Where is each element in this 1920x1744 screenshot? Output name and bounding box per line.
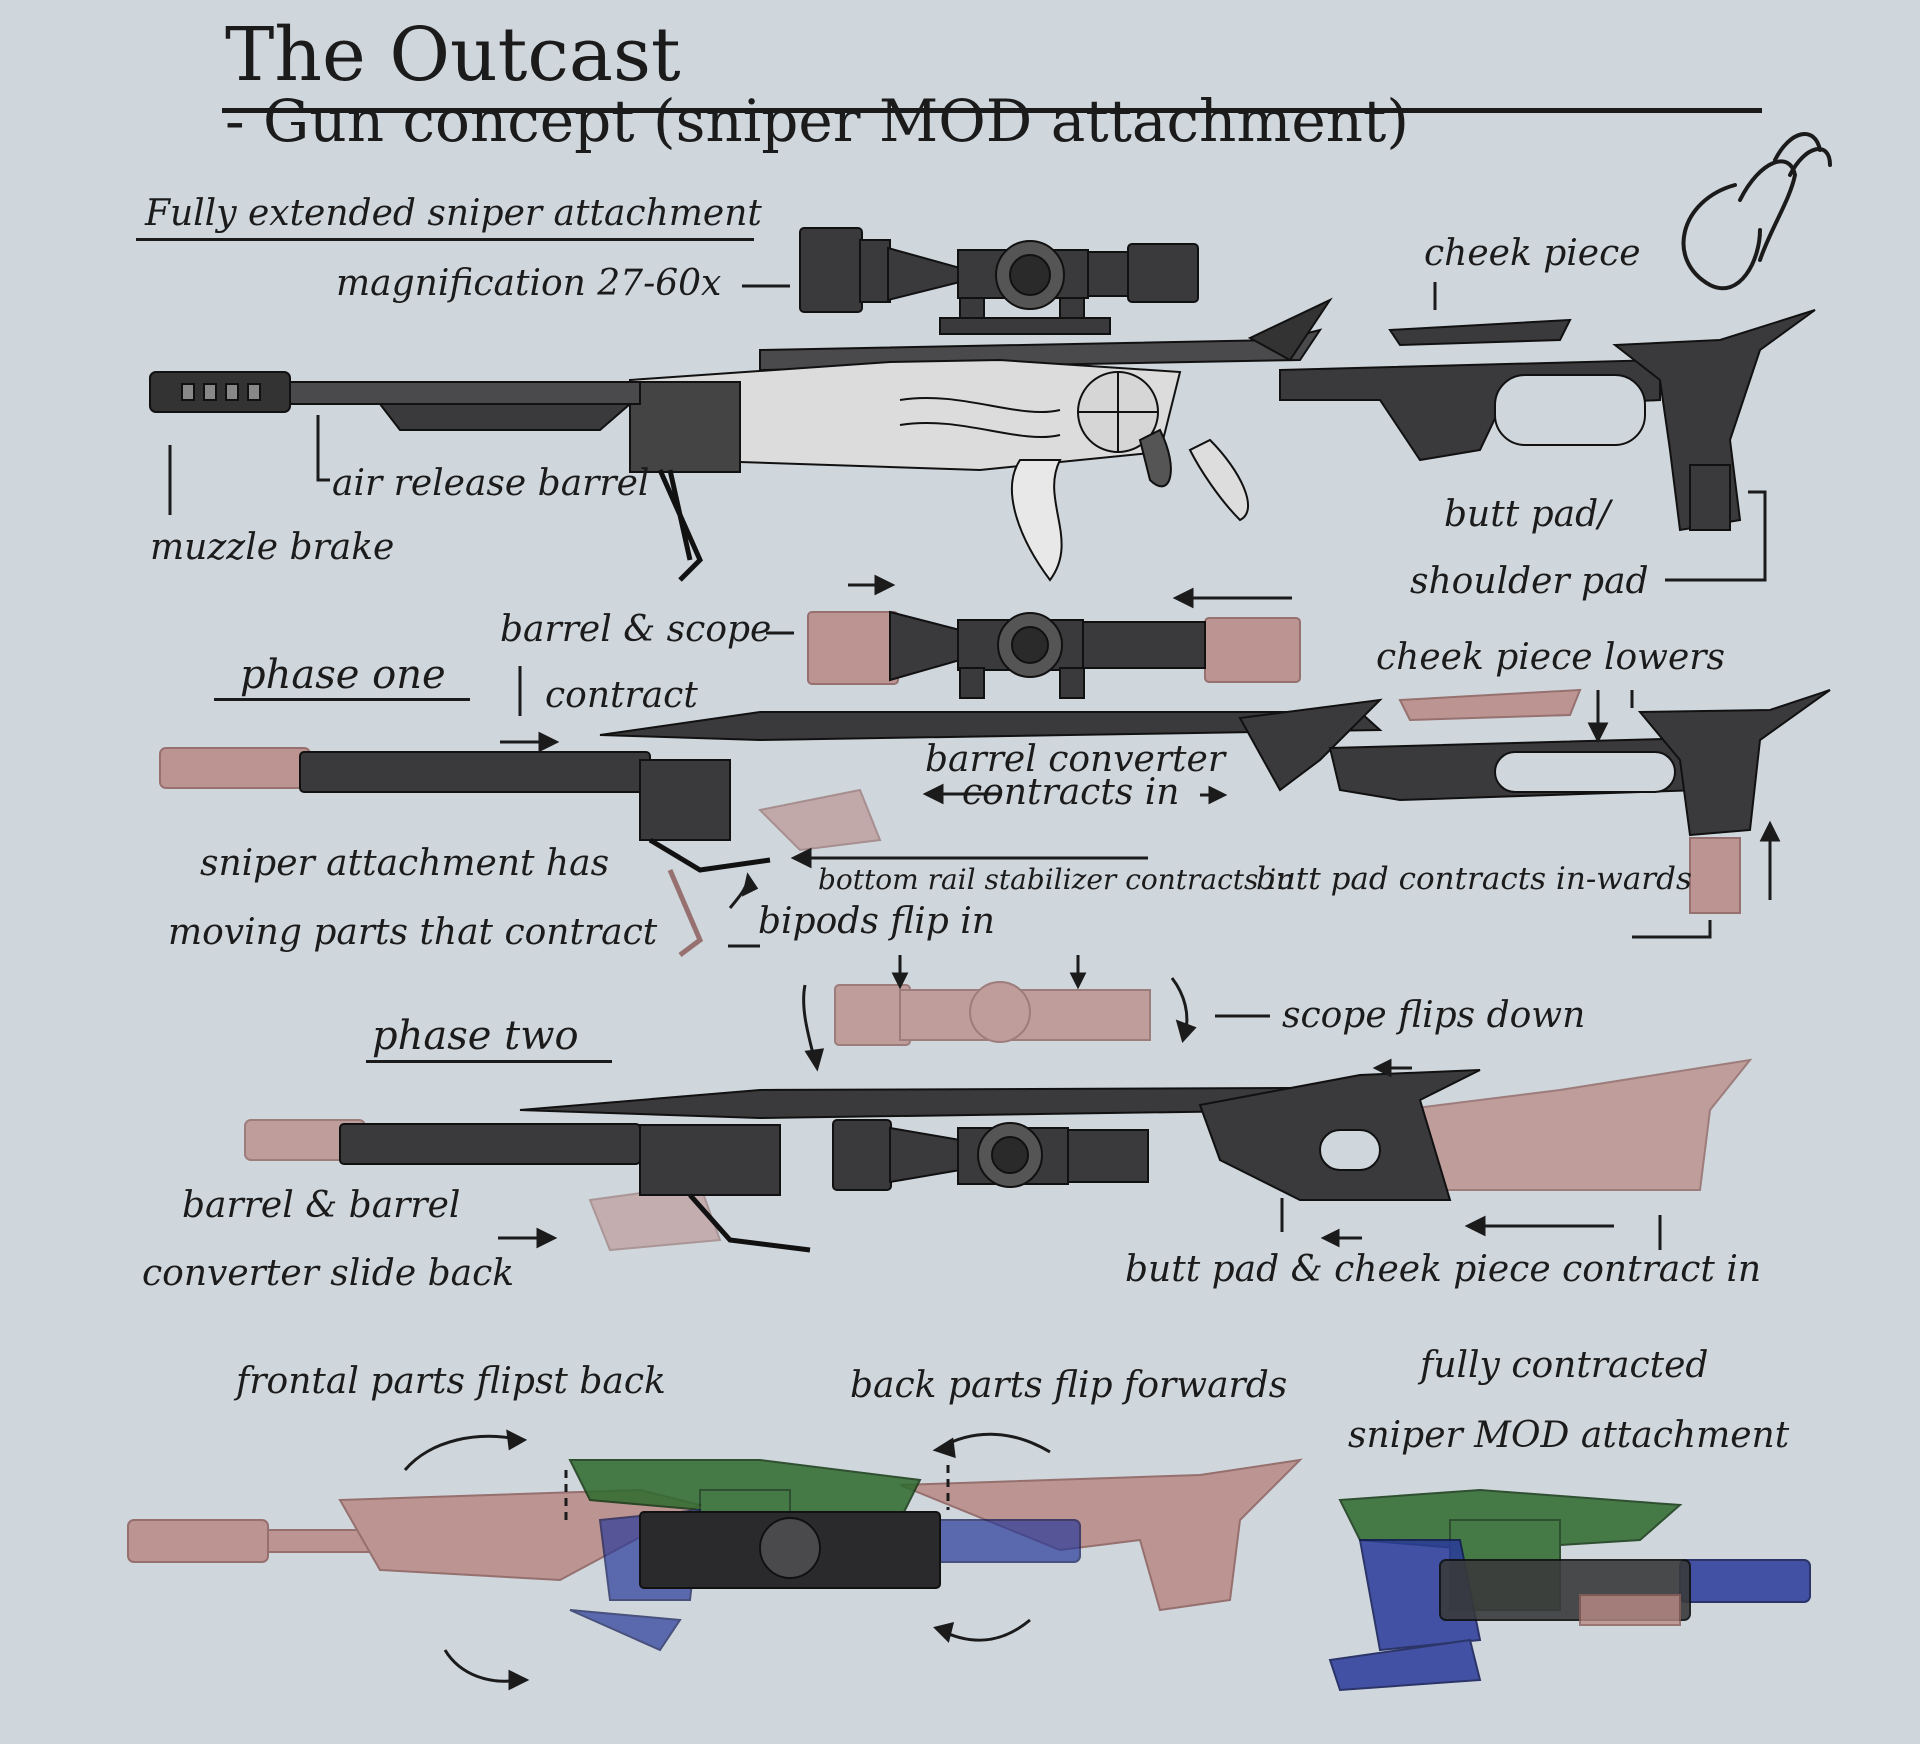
- gun-flip: [127, 1458, 1303, 1652]
- title-underline: [222, 108, 1762, 113]
- label-barrel-scope-2: contract: [545, 675, 698, 716]
- label-contracted-1: fully contracted: [1420, 1345, 1709, 1386]
- label-slide-1: barrel & barrel: [182, 1185, 461, 1226]
- label-slide-2: converter slide back: [142, 1253, 515, 1294]
- title-sub: - Gun concept (sniper MOD attachment): [225, 87, 1409, 155]
- heading-phase-two-rule: [366, 1060, 612, 1063]
- label-moving-2: moving parts that contract: [168, 912, 658, 953]
- label-bipods: bipods flip in: [758, 901, 995, 942]
- gun-contracted: [1328, 1488, 1811, 1692]
- label-scope-flips: scope flips down: [1282, 995, 1586, 1036]
- heading-phase-two: phase two: [372, 1013, 579, 1059]
- label-back-parts: back parts flip forwards: [850, 1365, 1288, 1406]
- heading-extended-rule: [136, 238, 754, 241]
- title-main: The Outcast: [225, 12, 681, 98]
- label-butt-pad-in: butt pad contracts in-wards: [1256, 861, 1692, 897]
- label-cheek-piece: cheek piece: [1424, 233, 1641, 274]
- heading-phase-one: phase one: [240, 652, 446, 698]
- label-cheek-lowers: cheek piece lowers: [1376, 637, 1725, 678]
- label-rail-stabilizer: bottom rail stabilizer contracts in: [818, 863, 1295, 896]
- scope-extended: [799, 227, 1199, 335]
- label-muzzle-brake: muzzle brake: [150, 527, 395, 568]
- label-converter-1: barrel converter: [925, 739, 1226, 780]
- label-moving-1: sniper attachment has: [200, 843, 610, 884]
- label-magnification: magnification 27-60x: [336, 263, 722, 304]
- signature-icon: [1681, 132, 1832, 291]
- label-contracted-2: sniper MOD attachment: [1348, 1415, 1790, 1456]
- label-air-release-barrel: air release barrel: [332, 463, 650, 504]
- label-converter-2: contracts in: [962, 772, 1180, 813]
- label-butt-pad-2: shoulder pad: [1410, 561, 1649, 602]
- label-butt-pad-1: butt pad/: [1444, 494, 1611, 535]
- label-butt-cheek: butt pad & cheek piece contract in: [1125, 1249, 1762, 1290]
- title: The Outcast - Gun concept (sniper MOD at…: [225, 18, 1770, 150]
- label-barrel-scope-1: barrel & scope: [500, 609, 772, 650]
- label-frontal: frontal parts flipst back: [236, 1361, 666, 1402]
- heading-phase-one-rule: [214, 698, 470, 701]
- heading-extended: Fully extended sniper attachment: [145, 193, 762, 234]
